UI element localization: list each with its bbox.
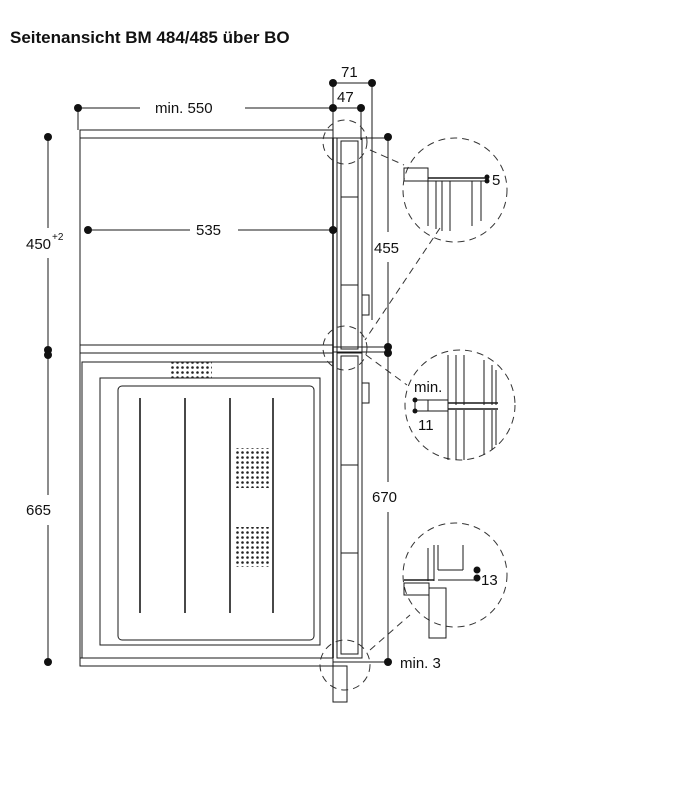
- dim-min-label: min.: [414, 379, 442, 396]
- lower-appliance-side: [333, 352, 388, 663]
- top-vent: [170, 362, 212, 378]
- detail-bottom-gap: 13: [402, 522, 508, 639]
- rack-rails: [139, 398, 274, 613]
- detail-middle-gap: min. 11: [404, 349, 516, 461]
- dim-min-3: min. 3: [400, 655, 441, 672]
- dim-670: 670: [372, 489, 397, 506]
- drawing-title: Seitenansicht BM 484/485 über BO: [10, 28, 290, 47]
- dim-665: 665: [26, 502, 51, 519]
- dim-450: 450: [26, 236, 51, 253]
- oven-cavity: [81, 361, 334, 659]
- rear-vent-upper: [235, 448, 270, 488]
- dimension-lines: [44, 79, 392, 666]
- cabinet-shelves: [79, 129, 348, 703]
- dim-455: 455: [374, 240, 399, 257]
- detail-reference-circles: [319, 119, 441, 691]
- dim-47: 47: [337, 89, 354, 106]
- dim-min-550: min. 550: [155, 100, 213, 117]
- dim-13: 13: [481, 572, 498, 589]
- rear-vent-lower: [235, 527, 270, 567]
- dim-535: 535: [196, 222, 221, 239]
- detail-top-gap: 5: [402, 137, 508, 243]
- dim-450-tolerance: +2: [52, 232, 64, 243]
- dim-5: 5: [492, 172, 500, 189]
- dim-11: 11: [418, 417, 434, 434]
- dim-71: 71: [341, 64, 358, 81]
